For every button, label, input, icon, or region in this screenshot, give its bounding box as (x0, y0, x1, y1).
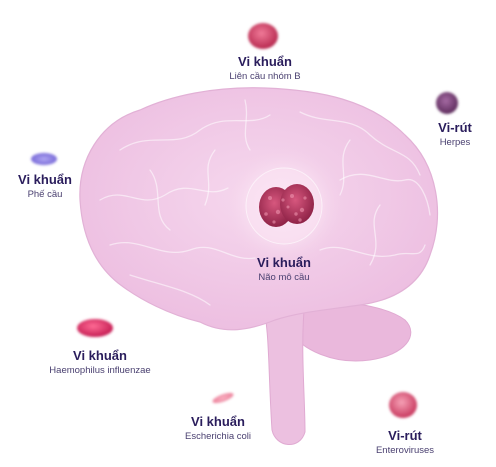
meningococcus-label: Vi khuẩn Não mô cầu (194, 255, 374, 284)
meningococcus-icon (259, 184, 314, 227)
label-title: Vi khuẩn (191, 414, 245, 429)
label-title: Vi khuẩn (257, 255, 311, 270)
label-subtitle: Liên cầu nhóm B (229, 71, 301, 82)
pneumococcus-icon (31, 153, 57, 165)
label-title: Vi khuẩn (73, 348, 127, 363)
strep-b-label: Vi khuẩn Liên cầu nhóm B (175, 54, 355, 83)
haemophilus-label: Vi khuẩn Haemophilus influenzae (10, 348, 190, 377)
brain-stem (261, 299, 306, 445)
haemophilus-icon (77, 319, 113, 337)
enterovirus-label: Vi-rút Enteroviruses (315, 428, 495, 457)
pneumococcus-label: Vi khuẩn Phế cầu (0, 172, 135, 201)
label-title: Vi khuẩn (18, 172, 72, 187)
label-title: Vi khuẩn (238, 54, 292, 69)
ecoli-icon (212, 393, 234, 403)
label-title: Vi-rút (388, 428, 422, 443)
brain-illustration (79, 87, 439, 445)
herpes-icon (436, 92, 458, 114)
herpes-label: Vi-rút Herpes (365, 120, 496, 149)
label-subtitle: Não mô cầu (258, 272, 310, 283)
ecoli-label: Vi khuẩn Escherichia coli (128, 414, 308, 443)
label-subtitle: Haemophilus influenzae (49, 365, 151, 376)
brain-sulci (99, 99, 431, 306)
label-subtitle: Enteroviruses (375, 445, 435, 456)
label-subtitle: Herpes (439, 137, 471, 148)
strep-b-icon (248, 23, 278, 49)
label-title: Vi-rút (438, 120, 472, 135)
label-subtitle: Escherichia coli (185, 431, 251, 442)
enterovirus-icon (389, 392, 417, 418)
label-subtitle: Phế cầu (27, 189, 63, 200)
